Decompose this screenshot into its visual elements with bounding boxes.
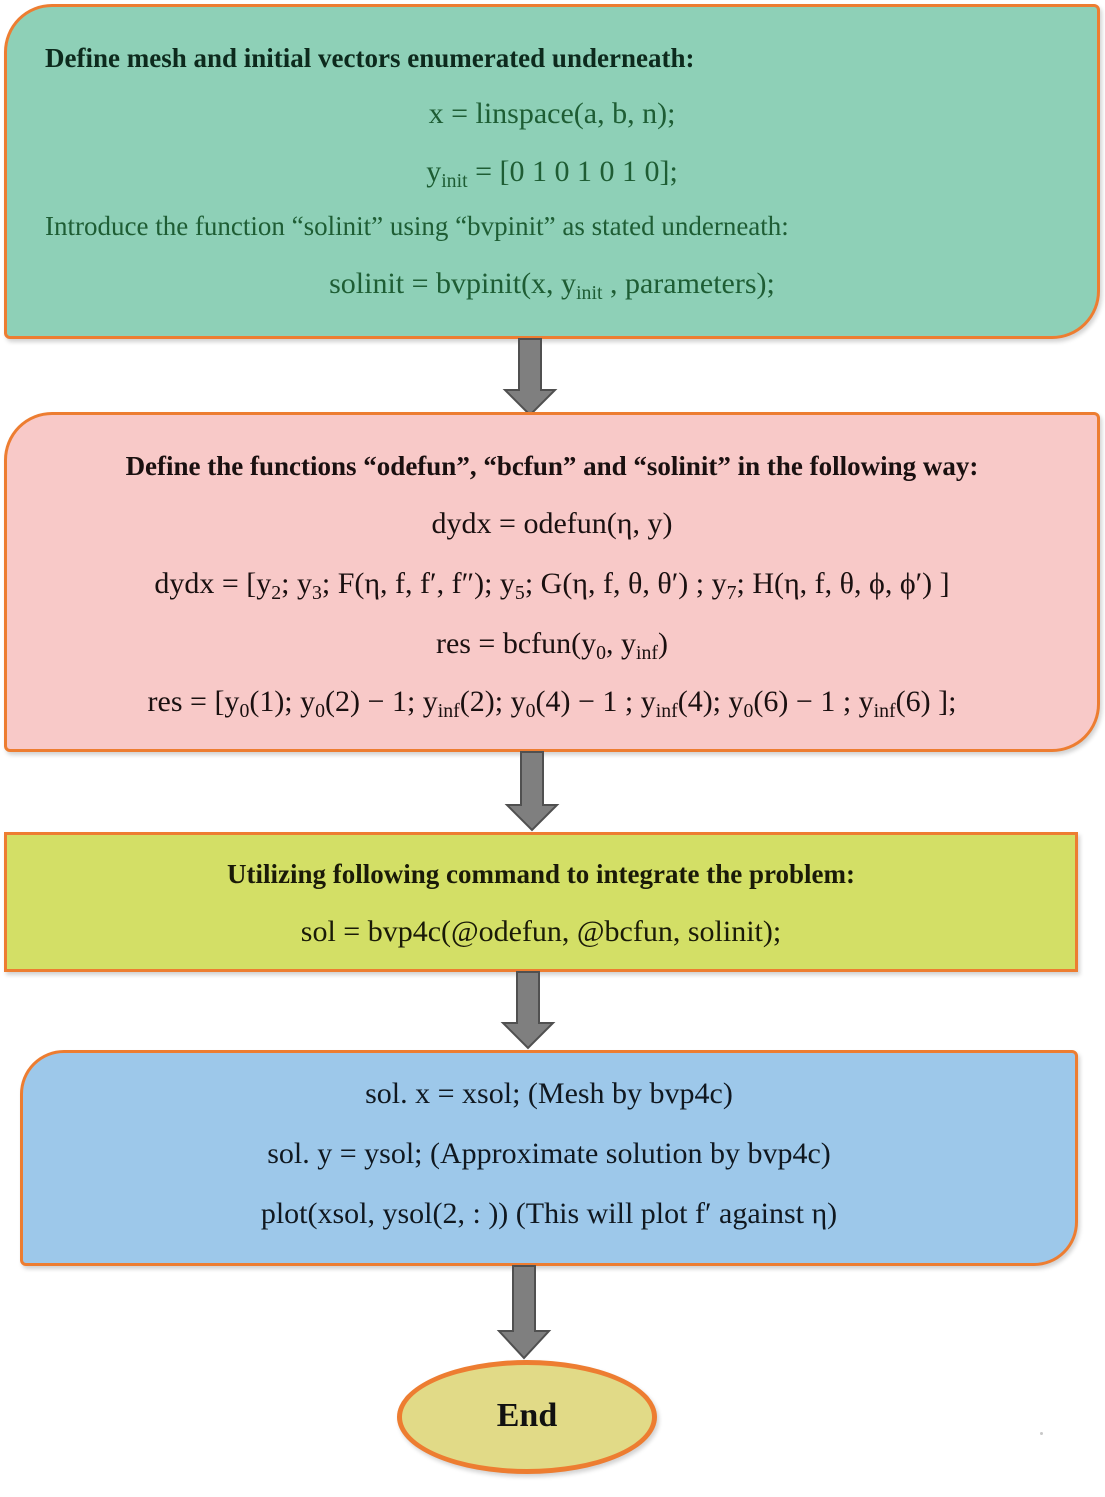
end-terminator: End <box>397 1360 657 1474</box>
init-step-box: Define mesh and initial vectors enumerat… <box>4 4 1100 339</box>
integrate-step-box: Utilizing following command to integrate… <box>4 832 1078 972</box>
solinit-intro-text: Introduce the function “solinit” using “… <box>45 211 789 241</box>
bvp4c-command: sol = bvp4c(@odefun, @bcfun, solinit); <box>300 915 782 948</box>
flow-arrow-3 <box>500 971 556 1050</box>
solution-output: sol. y = ysol; (Approximate solution by … <box>267 1137 831 1170</box>
bcfun-definition: res = [y0(1); y0(2) − 1; yinf(2); y0(4) … <box>147 685 957 722</box>
output-step-box: sol. x = xsol; (Mesh by bvp4c) sol. y = … <box>20 1050 1078 1266</box>
end-label: End <box>496 1397 558 1434</box>
integrate-step-heading: Utilizing following command to integrate… <box>227 859 855 889</box>
initial-vector: yinit = [0 1 0 1 0 1 0]; <box>426 155 678 192</box>
mesh-definition: x = linspace(a, b, n); <box>428 97 676 130</box>
flow-arrow-2 <box>504 751 560 832</box>
odefun-definition: dydx = [y2; y3; F(η, f, f′, f″); y5; G(η… <box>154 567 950 604</box>
scan-speck <box>1040 1432 1043 1435</box>
functions-step-box: Define the functions “odefun”, “bcfun” a… <box>4 412 1100 752</box>
plot-command: plot(xsol, ysol(2, : )) (This will plot … <box>260 1197 838 1230</box>
bcfun-call: res = bcfun(y0, yinf) <box>435 627 669 664</box>
init-step-heading: Define mesh and initial vectors enumerat… <box>45 43 695 73</box>
odefun-call: dydx = odefun(η, y) <box>431 507 673 540</box>
flow-arrow-1 <box>502 338 558 417</box>
solinit-definition: solinit = bvpinit(x, yinit , parameters)… <box>329 267 775 304</box>
functions-step-heading: Define the functions “odefun”, “bcfun” a… <box>125 451 979 481</box>
flow-arrow-4 <box>496 1265 552 1360</box>
mesh-output: sol. x = xsol; (Mesh by bvp4c) <box>365 1077 733 1110</box>
